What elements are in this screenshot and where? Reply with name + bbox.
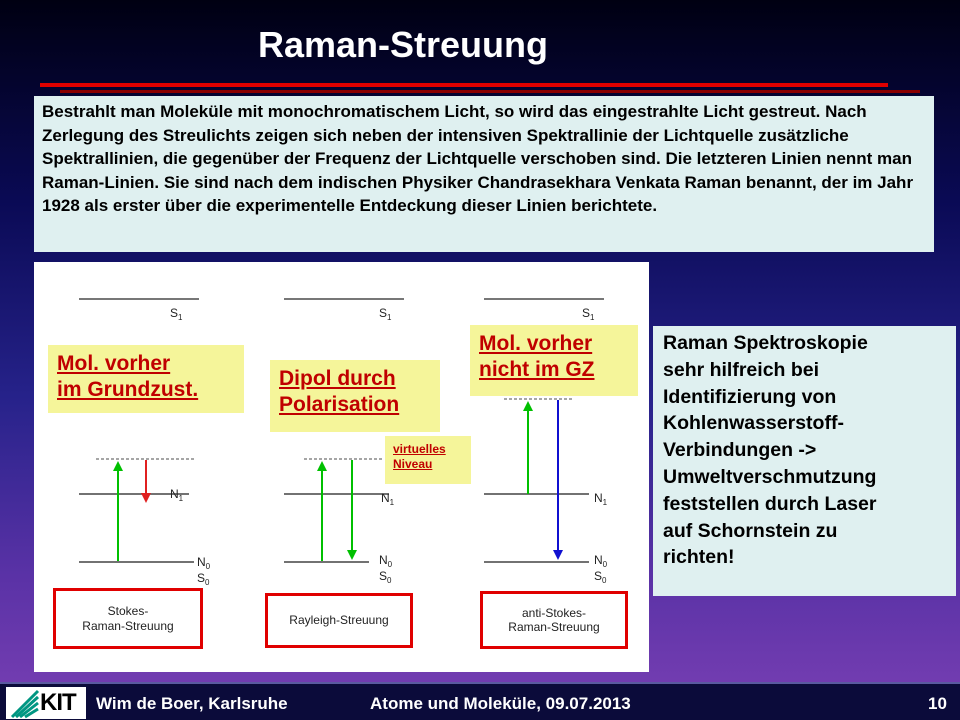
annotation-virtuelles-niveau: virtuelles Niveau <box>385 436 471 484</box>
n1-label: N1 <box>594 491 608 507</box>
footer-course-date: Atome und Moleküle, 09.07.2013 <box>370 694 631 713</box>
stokes-raman-label-box: Stokes- Raman-Streuung <box>53 588 203 649</box>
application-text-box: Raman Spektroskopie sehr hilfreich bei I… <box>653 326 956 596</box>
annotation-mol-vorher: Mol. vorher im Grundzust. <box>48 345 244 413</box>
annotation-nicht-im-gz: Mol. vorher nicht im GZ <box>470 325 638 396</box>
n0-label: N0 <box>594 553 608 569</box>
page-number: 10 <box>928 694 947 713</box>
s1-label: S1 <box>379 306 392 322</box>
stokes-column: S1 N1 N0 S0 <box>79 298 211 587</box>
slide-title: Raman-Streuung <box>258 24 549 65</box>
n0-label: N0 <box>197 555 211 571</box>
s1-label: S1 <box>170 306 183 322</box>
n1-label: N1 <box>381 491 395 507</box>
kit-logo-icon <box>10 689 40 719</box>
kit-logo-text: KIT <box>40 689 77 716</box>
s0-label: S0 <box>197 571 210 587</box>
anti-stokes-column: S1 N1 N0 S0 <box>484 298 608 585</box>
footer-author: Wim de Boer, Karlsruhe <box>96 694 288 713</box>
energy-level-diagram: S1 N1 N0 S0 S1 N1 N0 S0 S1 <box>34 262 649 672</box>
n0-label: N0 <box>379 553 393 569</box>
process-label-line: Rayleigh-Streuung <box>289 613 389 628</box>
n1-label: N1 <box>170 487 184 503</box>
s0-label: S0 <box>594 569 607 585</box>
s0-label: S0 <box>379 569 392 585</box>
process-label-line: Stokes- <box>107 604 149 619</box>
process-label-line: Raman-Streuung <box>508 620 600 634</box>
rayleigh-label-box: Rayleigh-Streuung <box>265 593 413 648</box>
intro-text-box: Bestrahlt man Moleküle mit monochromatis… <box>34 96 934 252</box>
energy-level-svg: S1 N1 N0 S0 S1 N1 N0 S0 S1 <box>79 298 608 587</box>
s1-label: S1 <box>582 306 595 322</box>
slide-footer: KIT Wim de Boer, Karlsruhe Atome und Mol… <box>0 682 960 720</box>
annotation-dipol: Dipol durch Polarisation <box>270 360 440 432</box>
rayleigh-column: S1 N1 N0 S0 <box>284 298 404 585</box>
title-underline-shadow <box>60 90 920 93</box>
anti-stokes-raman-label-box: anti-Stokes- Raman-Streuung <box>480 591 628 649</box>
title-underline <box>40 83 888 87</box>
process-label-line: anti-Stokes- <box>521 605 587 620</box>
process-label-line: Raman-Streuung <box>82 618 174 633</box>
kit-logo: KIT <box>6 687 86 719</box>
